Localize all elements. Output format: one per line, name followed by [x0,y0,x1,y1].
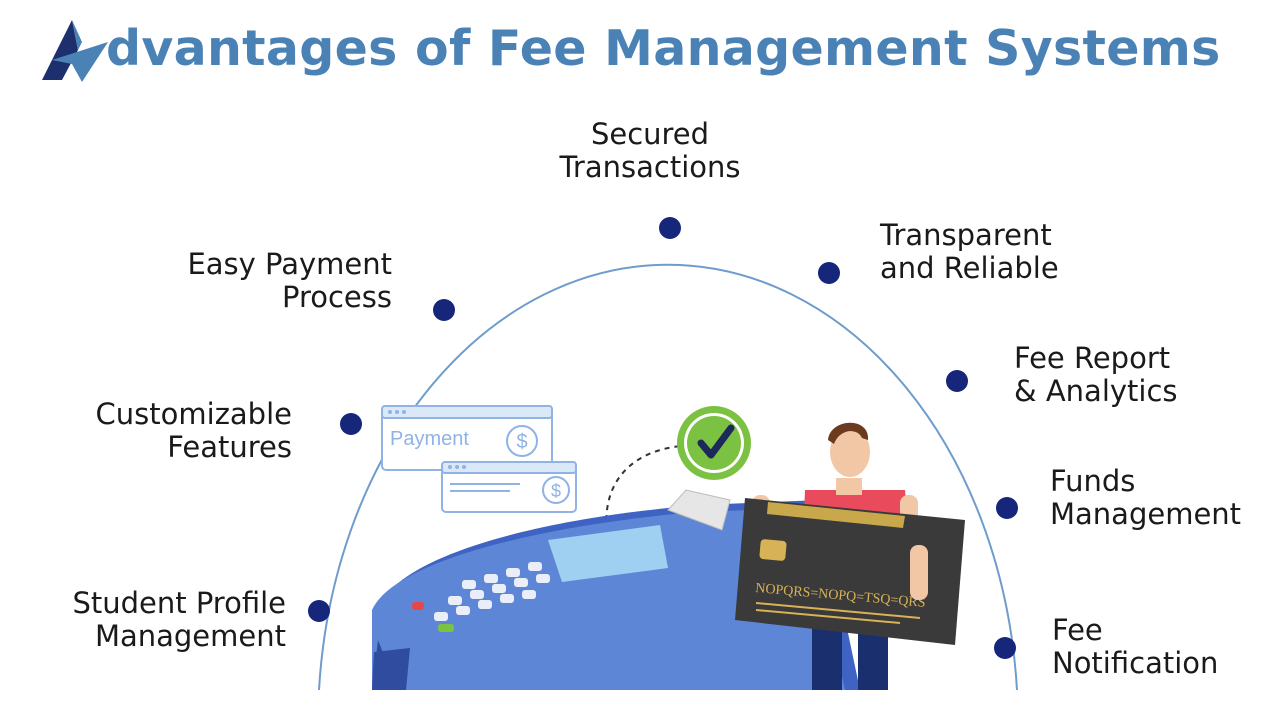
benefit-dot [994,637,1016,659]
dollar-icon: $ [516,431,527,453]
benefit-label-fee-report: Fee Report& Analytics [1014,341,1178,408]
dollar-icon: $ [551,481,561,501]
benefit-dot [433,299,455,321]
benefit-dot [996,497,1018,519]
benefit-dots [308,217,1018,659]
payment-window-main: Payment $ [381,405,553,471]
connector-dashes [605,445,683,541]
credit-card: NOPQRS=NOPQ=TSQ=QRS [735,498,965,645]
benefit-dot [308,600,330,622]
benefit-dot [340,413,362,435]
check-icon [677,406,751,480]
benefits-arc [318,263,1018,691]
logo-icon [42,20,108,82]
payment-window-secondary: $ [441,461,577,513]
benefit-dot [818,262,840,284]
payment-terminal [372,489,860,690]
benefit-dot [659,217,681,239]
payment-label: Payment [390,428,469,450]
header: dvantages of Fee Management Systems [0,0,1280,100]
page-title: dvantages of Fee Management Systems [106,20,1221,77]
benefit-dot [946,370,968,392]
